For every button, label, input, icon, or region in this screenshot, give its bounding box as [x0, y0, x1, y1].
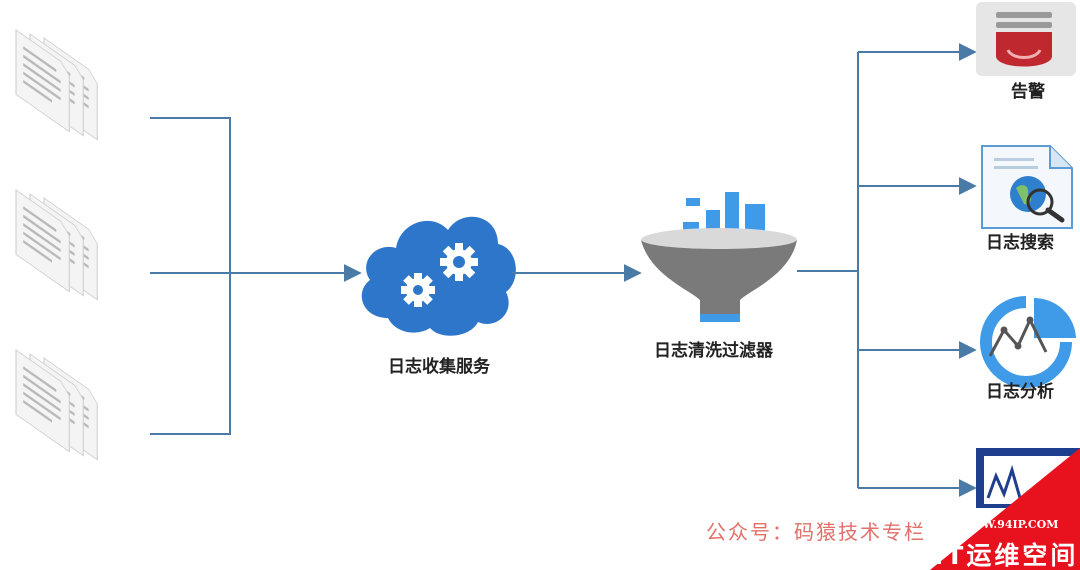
- analysis-label: 日志分析: [986, 382, 1054, 402]
- search-document-icon: [981, 145, 1073, 229]
- watermark-badge: WWW.94IP.COM IT运维空间: [920, 440, 1080, 570]
- log-files-icon-3: [16, 350, 97, 460]
- log-files-icon-2: [16, 190, 97, 300]
- watermark-url: WWW.94IP.COM: [958, 518, 1059, 531]
- funnel-icon: [641, 192, 797, 322]
- output-connectors: [797, 43, 977, 497]
- search-label: 日志搜索: [986, 233, 1054, 253]
- watermark-brand: IT运维空间: [934, 541, 1079, 570]
- cloud-gears-icon: [361, 216, 516, 336]
- watermark-badge-shape: [930, 448, 1080, 570]
- alarm-icon: [976, 2, 1076, 76]
- collector-label: 日志收集服务: [388, 357, 490, 377]
- filter-label: 日志清洗过滤器: [654, 341, 773, 361]
- alarm-label: 告警: [1011, 82, 1045, 102]
- log-files-icon-1: [16, 30, 97, 140]
- watermark-text: 公众号：码猿技术专栏: [706, 520, 926, 544]
- analysis-chart-icon: [980, 296, 1076, 388]
- source-connectors: [150, 117, 362, 435]
